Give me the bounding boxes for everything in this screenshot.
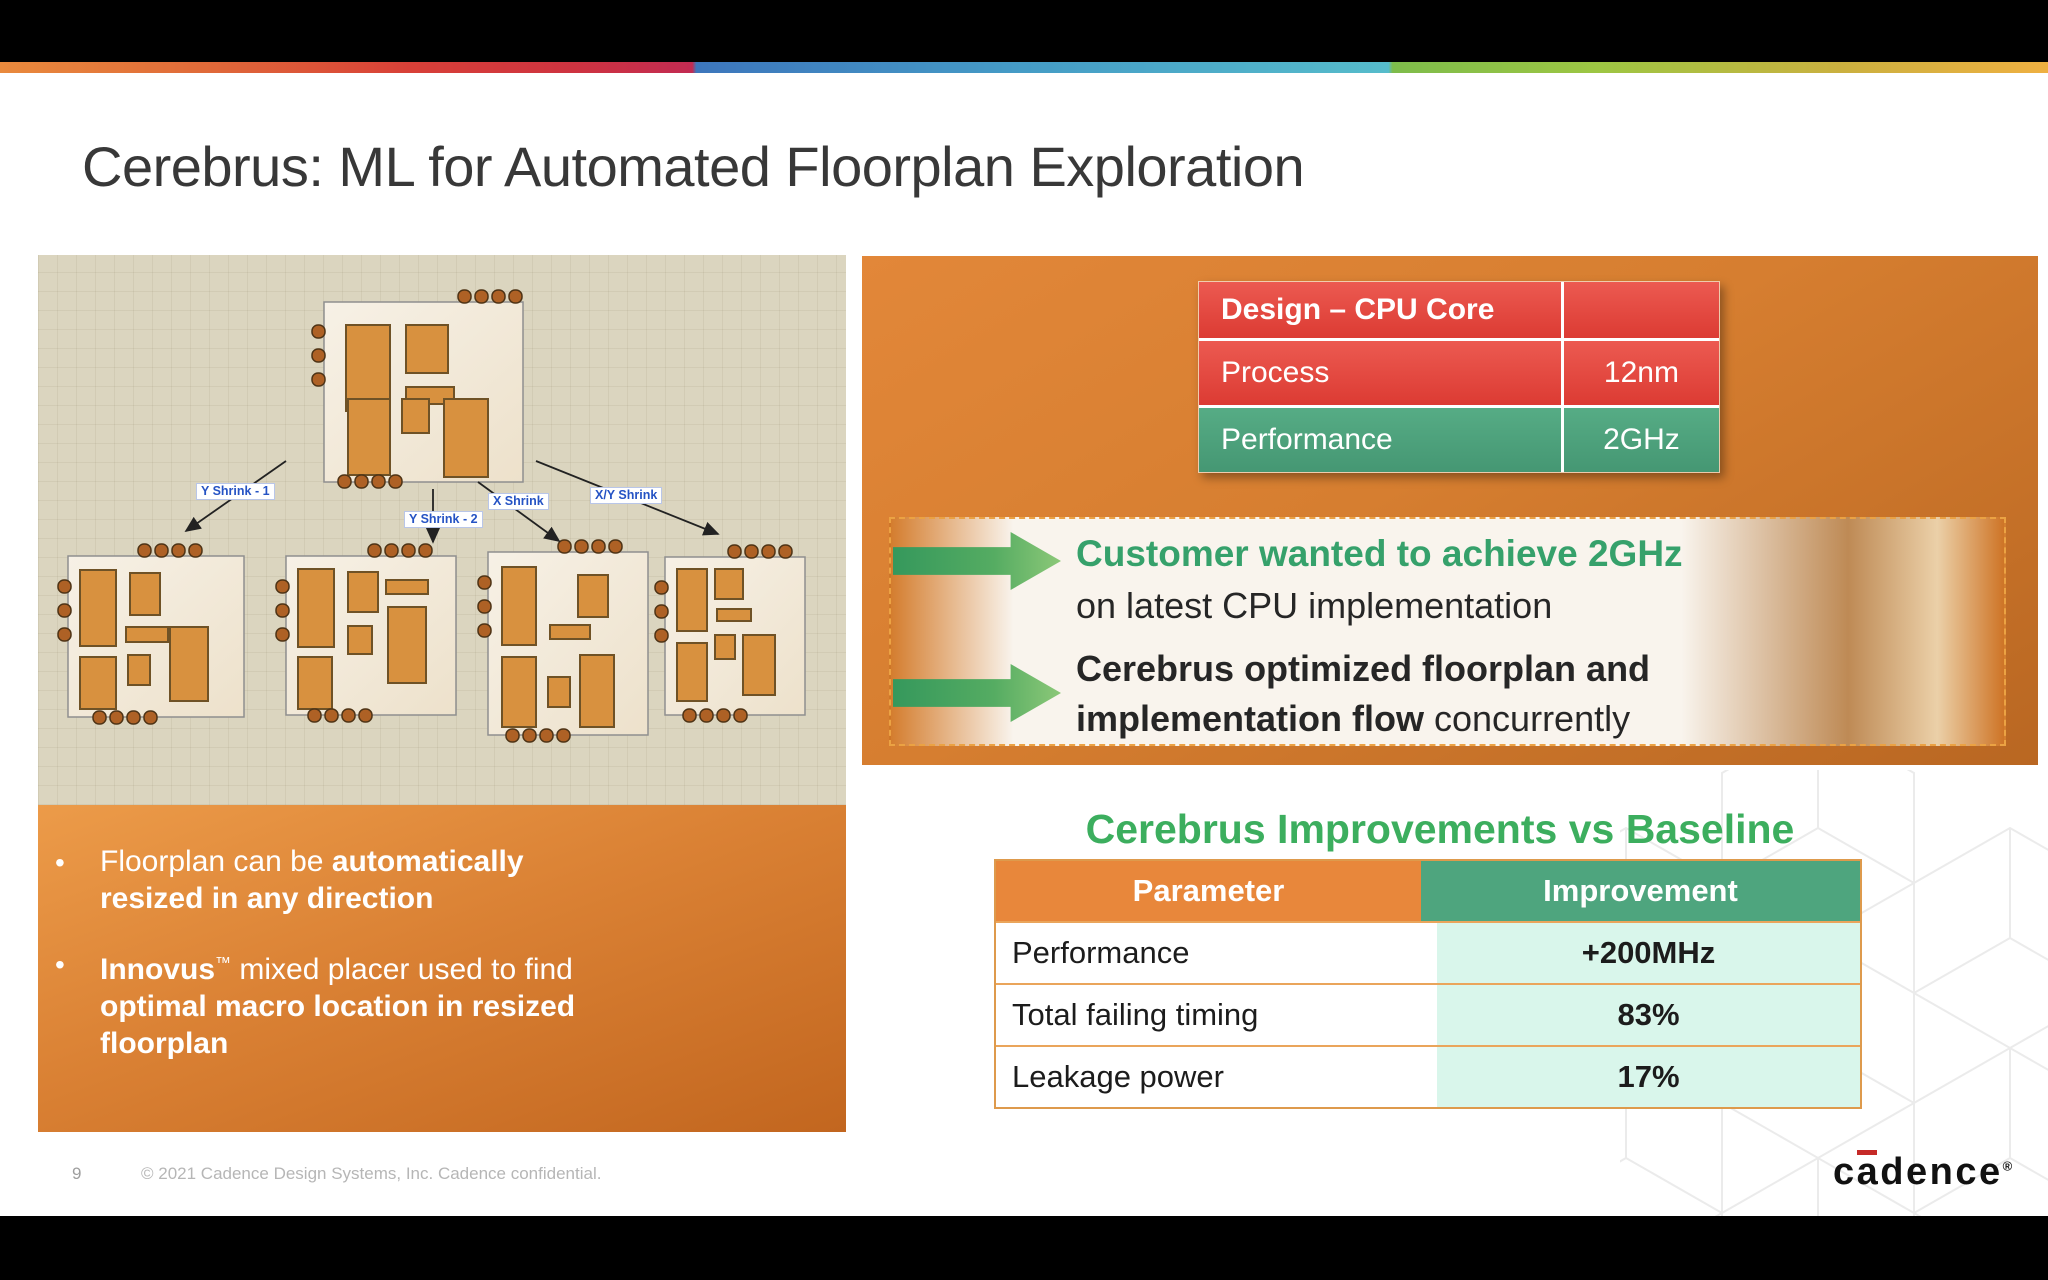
row-value: 83% bbox=[1437, 985, 1860, 1045]
macros bbox=[79, 324, 776, 728]
bullet-innovus-bold2: floorplan bbox=[100, 1027, 229, 1060]
bullet-innovus-normal: mixed placer used to find bbox=[231, 953, 573, 986]
logo-letter-a-with-bar: a bbox=[1856, 1150, 1881, 1193]
improvement-header: Improvement bbox=[1421, 861, 1860, 921]
label-y-shrink-1: Y Shrink - 1 bbox=[196, 483, 275, 500]
table-header-row: Parameter Improvement bbox=[996, 861, 1860, 921]
bullet-resize-normal: Floorplan can be bbox=[100, 845, 332, 878]
result-line-2-bold: implementation flow bbox=[1076, 698, 1425, 739]
table-row: Total failing timing 83% bbox=[996, 983, 1860, 1045]
page-number: 9 bbox=[72, 1164, 82, 1183]
floorplan-diagram bbox=[57, 289, 806, 743]
design-cpu-table: Design – CPU Core Process 12nm Performan… bbox=[1198, 281, 1720, 473]
registered-mark-icon: ® bbox=[2002, 1158, 2013, 1174]
row-value: 17% bbox=[1437, 1047, 1860, 1107]
table-row: Performance +200MHz bbox=[996, 921, 1860, 983]
bullet-icon: • bbox=[55, 847, 65, 878]
cpu-table-header-value bbox=[1563, 282, 1719, 338]
bullet-resize: Floorplan can be automatically resized in… bbox=[100, 843, 524, 917]
table-row: Process 12nm bbox=[1199, 338, 1719, 405]
table-row: Leakage power 17% bbox=[996, 1045, 1860, 1107]
cpu-table-header: Design – CPU Core bbox=[1199, 282, 1564, 338]
green-arrow-icon bbox=[893, 664, 1061, 722]
row-param: Leakage power bbox=[1012, 1059, 1224, 1094]
green-arrow-icon bbox=[893, 532, 1061, 590]
result-line-2: implementation flow concurrently bbox=[1076, 696, 1630, 742]
io-pins bbox=[57, 289, 793, 743]
bullet-innovus-brand: Innovus bbox=[100, 953, 216, 986]
label-y-shrink-2: Y Shrink - 2 bbox=[404, 511, 483, 528]
table-row: Design – CPU Core bbox=[1199, 282, 1719, 338]
bullet-resize-bold1: automatically bbox=[331, 845, 524, 878]
improvements-title: Cerebrus Improvements vs Baseline bbox=[1085, 806, 1795, 852]
slide-title: Cerebrus: ML for Automated Floorplan Exp… bbox=[82, 135, 1305, 198]
row-value: +200MHz bbox=[1437, 923, 1860, 983]
floorplan-diagram-panel: Y Shrink - 1 Y Shrink - 2 X Shrink X/Y S… bbox=[38, 255, 846, 805]
bullet-icon: • bbox=[55, 949, 65, 980]
cadence-logo: cadence® bbox=[1833, 1150, 2013, 1194]
performance-label: Performance bbox=[1199, 408, 1564, 472]
row-param: Total failing timing bbox=[1012, 997, 1259, 1032]
goal-line-2: on latest CPU implementation bbox=[1076, 585, 1553, 626]
goal-line-1: Customer wanted to achieve 2GHz bbox=[1076, 533, 1683, 574]
copyright-text: © 2021 Cadence Design Systems, Inc. Cade… bbox=[141, 1164, 602, 1183]
improvements-table: Parameter Improvement Performance +200MH… bbox=[994, 859, 1862, 1109]
rainbow-stripe bbox=[0, 62, 2048, 73]
process-label: Process bbox=[1199, 341, 1564, 405]
result-line-2-normal: concurrently bbox=[1424, 698, 1631, 739]
bullet-innovus-bold1: optimal macro location in resized bbox=[100, 990, 576, 1023]
key-points-box: • Floorplan can be automatically resized … bbox=[38, 805, 846, 1132]
customer-goal-banner: Customer wanted to achieve 2GHz on lates… bbox=[889, 517, 2006, 746]
row-param: Performance bbox=[1012, 935, 1190, 970]
logo-letters: dence bbox=[1880, 1151, 2003, 1193]
bullet-resize-bold2: resized in any direction bbox=[100, 882, 434, 915]
label-x-shrink: X Shrink bbox=[488, 493, 549, 510]
logo-letter: c bbox=[1833, 1151, 1857, 1193]
bullet-innovus: Innovus™ mixed placer used to find optima… bbox=[100, 945, 575, 1062]
trademark-symbol: ™ bbox=[215, 955, 232, 972]
result-line-1: Cerebrus optimized floorplan and bbox=[1076, 648, 1651, 689]
label-xy-shrink: X/Y Shrink bbox=[590, 487, 663, 504]
parameter-header: Parameter bbox=[996, 861, 1421, 921]
table-row: Performance 2GHz bbox=[1199, 405, 1719, 472]
process-value: 12nm bbox=[1563, 341, 1719, 405]
performance-value: 2GHz bbox=[1563, 408, 1719, 472]
